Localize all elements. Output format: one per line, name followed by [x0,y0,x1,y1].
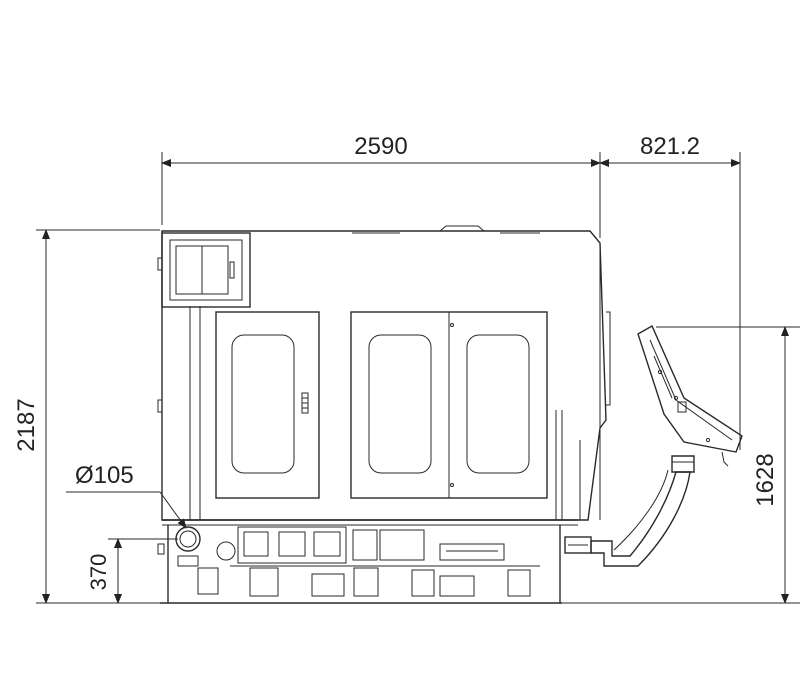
dim-label-width: 2590 [354,133,407,160]
control-panel-arm [564,455,695,567]
dimension-panel-reach: 821.2 [599,133,741,450]
electrical-box [161,232,251,308]
machine-cabinet [157,225,611,521]
dimension-base-height: 370 [86,538,178,604]
coolant-pipe [157,526,201,555]
dimension-panel-height: 1628 [560,326,800,604]
left-door [215,311,320,499]
dimension-height: 2187 [13,229,160,604]
right-door-pair [350,311,548,499]
dimension-width: 2590 [161,133,601,238]
dim-label-base-height: 370 [86,554,111,591]
dim-label-pipe-diameter: Ø105 [75,462,134,489]
dim-label-panel-reach: 821.2 [640,133,700,160]
machine-base [160,519,578,604]
dimension-pipe-diameter: Ø105 [66,462,187,529]
control-panel-pendant [637,325,743,467]
dim-label-height: 2187 [13,398,40,451]
dim-label-panel-height: 1628 [752,453,779,506]
